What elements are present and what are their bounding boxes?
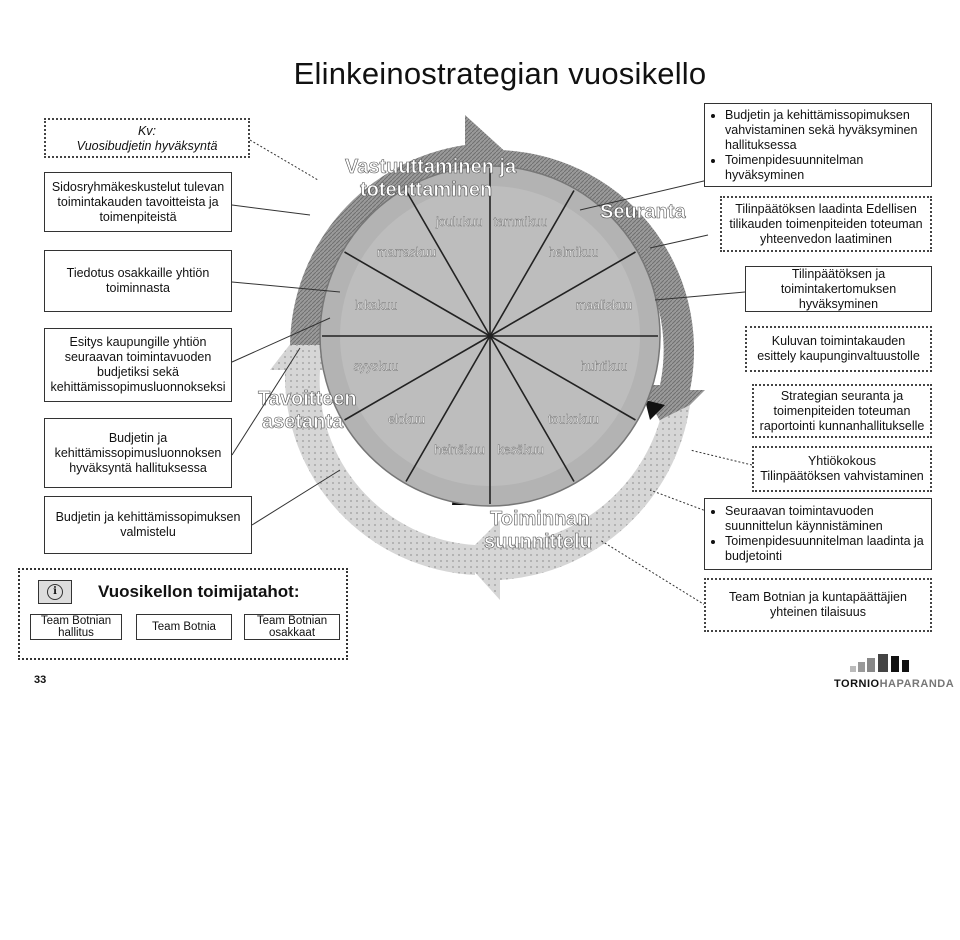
yhtiokokous-label: Yhtiökokous bbox=[808, 454, 876, 469]
kv-text: Vuosibudjetin hyväksyntä bbox=[46, 139, 248, 154]
phase-label-4b: asetanta bbox=[262, 411, 344, 433]
box-kuntapaattajat: Team Botnian ja kuntapäättäjien yhteinen… bbox=[704, 578, 932, 632]
month-label-8: syyskuu bbox=[353, 360, 398, 374]
box-tilinpaatoksen-hyvaksyminen: Tilinpäätöksen ja toimintakertomuksen hy… bbox=[745, 266, 932, 312]
logo-mark-icon bbox=[850, 652, 940, 676]
month-label-10: marraskuu bbox=[377, 246, 436, 260]
kv-box: Kv: Vuosibudjetin hyväksyntä bbox=[44, 118, 250, 158]
box-strategian-seuranta: Strategian seuranta ja toimenpiteiden to… bbox=[752, 384, 932, 438]
phase-label-1a: Vastuuttaminen ja bbox=[345, 156, 517, 178]
list-item: Budjetin ja kehittämissopimuksen vahvist… bbox=[725, 108, 927, 153]
month-label-0: tammikuu bbox=[493, 215, 547, 229]
phase-label-3a: Toiminnan bbox=[490, 508, 590, 530]
phase-label-1b: toteuttaminen bbox=[360, 179, 492, 201]
box-yhtiokokous: Yhtiökokous Tilinpäätöksen vahvistaminen bbox=[752, 446, 932, 492]
actor-team-botnian-hallitus: Team Botnian hallitus bbox=[30, 614, 122, 640]
list-vahvistaminen: Budjetin ja kehittämissopimuksen vahvist… bbox=[709, 108, 927, 183]
phase-label-3b: suunnittelu bbox=[484, 531, 592, 553]
logo-part-2: HAPARANDA bbox=[880, 678, 955, 690]
vahvistaminen-label: Tilinpäätöksen vahvistaminen bbox=[760, 469, 924, 484]
logo-part-1: TORNIO bbox=[834, 678, 880, 690]
actor-team-botnian-osakkaat: Team Botnian osakkaat bbox=[244, 614, 340, 640]
page-number: 33 bbox=[34, 674, 46, 686]
list-item: Toimenpidesuunnitelman laadinta ja budje… bbox=[725, 534, 927, 564]
box-budjetin-hyvaksynta: Budjetin ja kehittämissopimusluonnoksen … bbox=[44, 418, 232, 488]
phase-label-seuranta: Seuranta bbox=[600, 201, 686, 223]
month-label-4: toukokuu bbox=[548, 412, 599, 426]
list-suunnittelu: Seuraavan toimintavuoden suunnittelun kä… bbox=[709, 504, 927, 564]
box-seuraavan-suunnittelu: Seuraavan toimintavuoden suunnittelun kä… bbox=[704, 498, 932, 570]
month-label-9: lokakuu bbox=[354, 298, 397, 312]
month-label-1: helmikuu bbox=[548, 246, 598, 260]
actor-team-botnia: Team Botnia bbox=[136, 614, 232, 640]
box-budjetin-vahvistaminen: Budjetin ja kehittämissopimuksen vahvist… bbox=[704, 103, 932, 187]
box-sidosryhmakeskustelut: Sidosryhmäkeskustelut tulevan toimintaka… bbox=[44, 172, 232, 232]
list-item: Seuraavan toimintavuoden suunnittelun kä… bbox=[725, 504, 927, 534]
box-tiedotus: Tiedotus osakkaille yhtiön toiminnasta bbox=[44, 250, 232, 312]
month-label-6: heinäkuu bbox=[434, 443, 485, 457]
logo-text: TORNIOHAPARANDA bbox=[834, 678, 954, 690]
info-icon: i bbox=[38, 580, 72, 604]
box-esitys-kaupungille: Esitys kaupungille yhtiön seuraavan toim… bbox=[44, 328, 232, 402]
box-tilinpaatoksen-laadinta: Tilinpäätöksen laadinta Edellisen tilika… bbox=[720, 196, 932, 252]
box-budjetin-valmistelu: Budjetin ja kehittämissopimuksen valmist… bbox=[44, 496, 252, 554]
legend-actors: i Vuosikellon toimijatahot: Team Botnian… bbox=[18, 568, 348, 660]
month-label-5: kesäkuu bbox=[497, 443, 544, 457]
legend-title: Vuosikellon toimijatahot: bbox=[98, 582, 300, 602]
box-kuluvan-toimintakauden-esittely: Kuluvan toimintakauden esittely kaupungi… bbox=[745, 326, 932, 372]
month-label-11: joulukuu bbox=[435, 215, 483, 229]
month-label-3: huhtikuu bbox=[580, 360, 627, 374]
list-item: Toimenpidesuunnitelman hyväksyminen bbox=[725, 153, 927, 183]
kv-title: Kv: bbox=[46, 124, 248, 139]
month-label-2: maaliskuu bbox=[576, 298, 632, 312]
month-label-7: elokuu bbox=[388, 412, 425, 426]
